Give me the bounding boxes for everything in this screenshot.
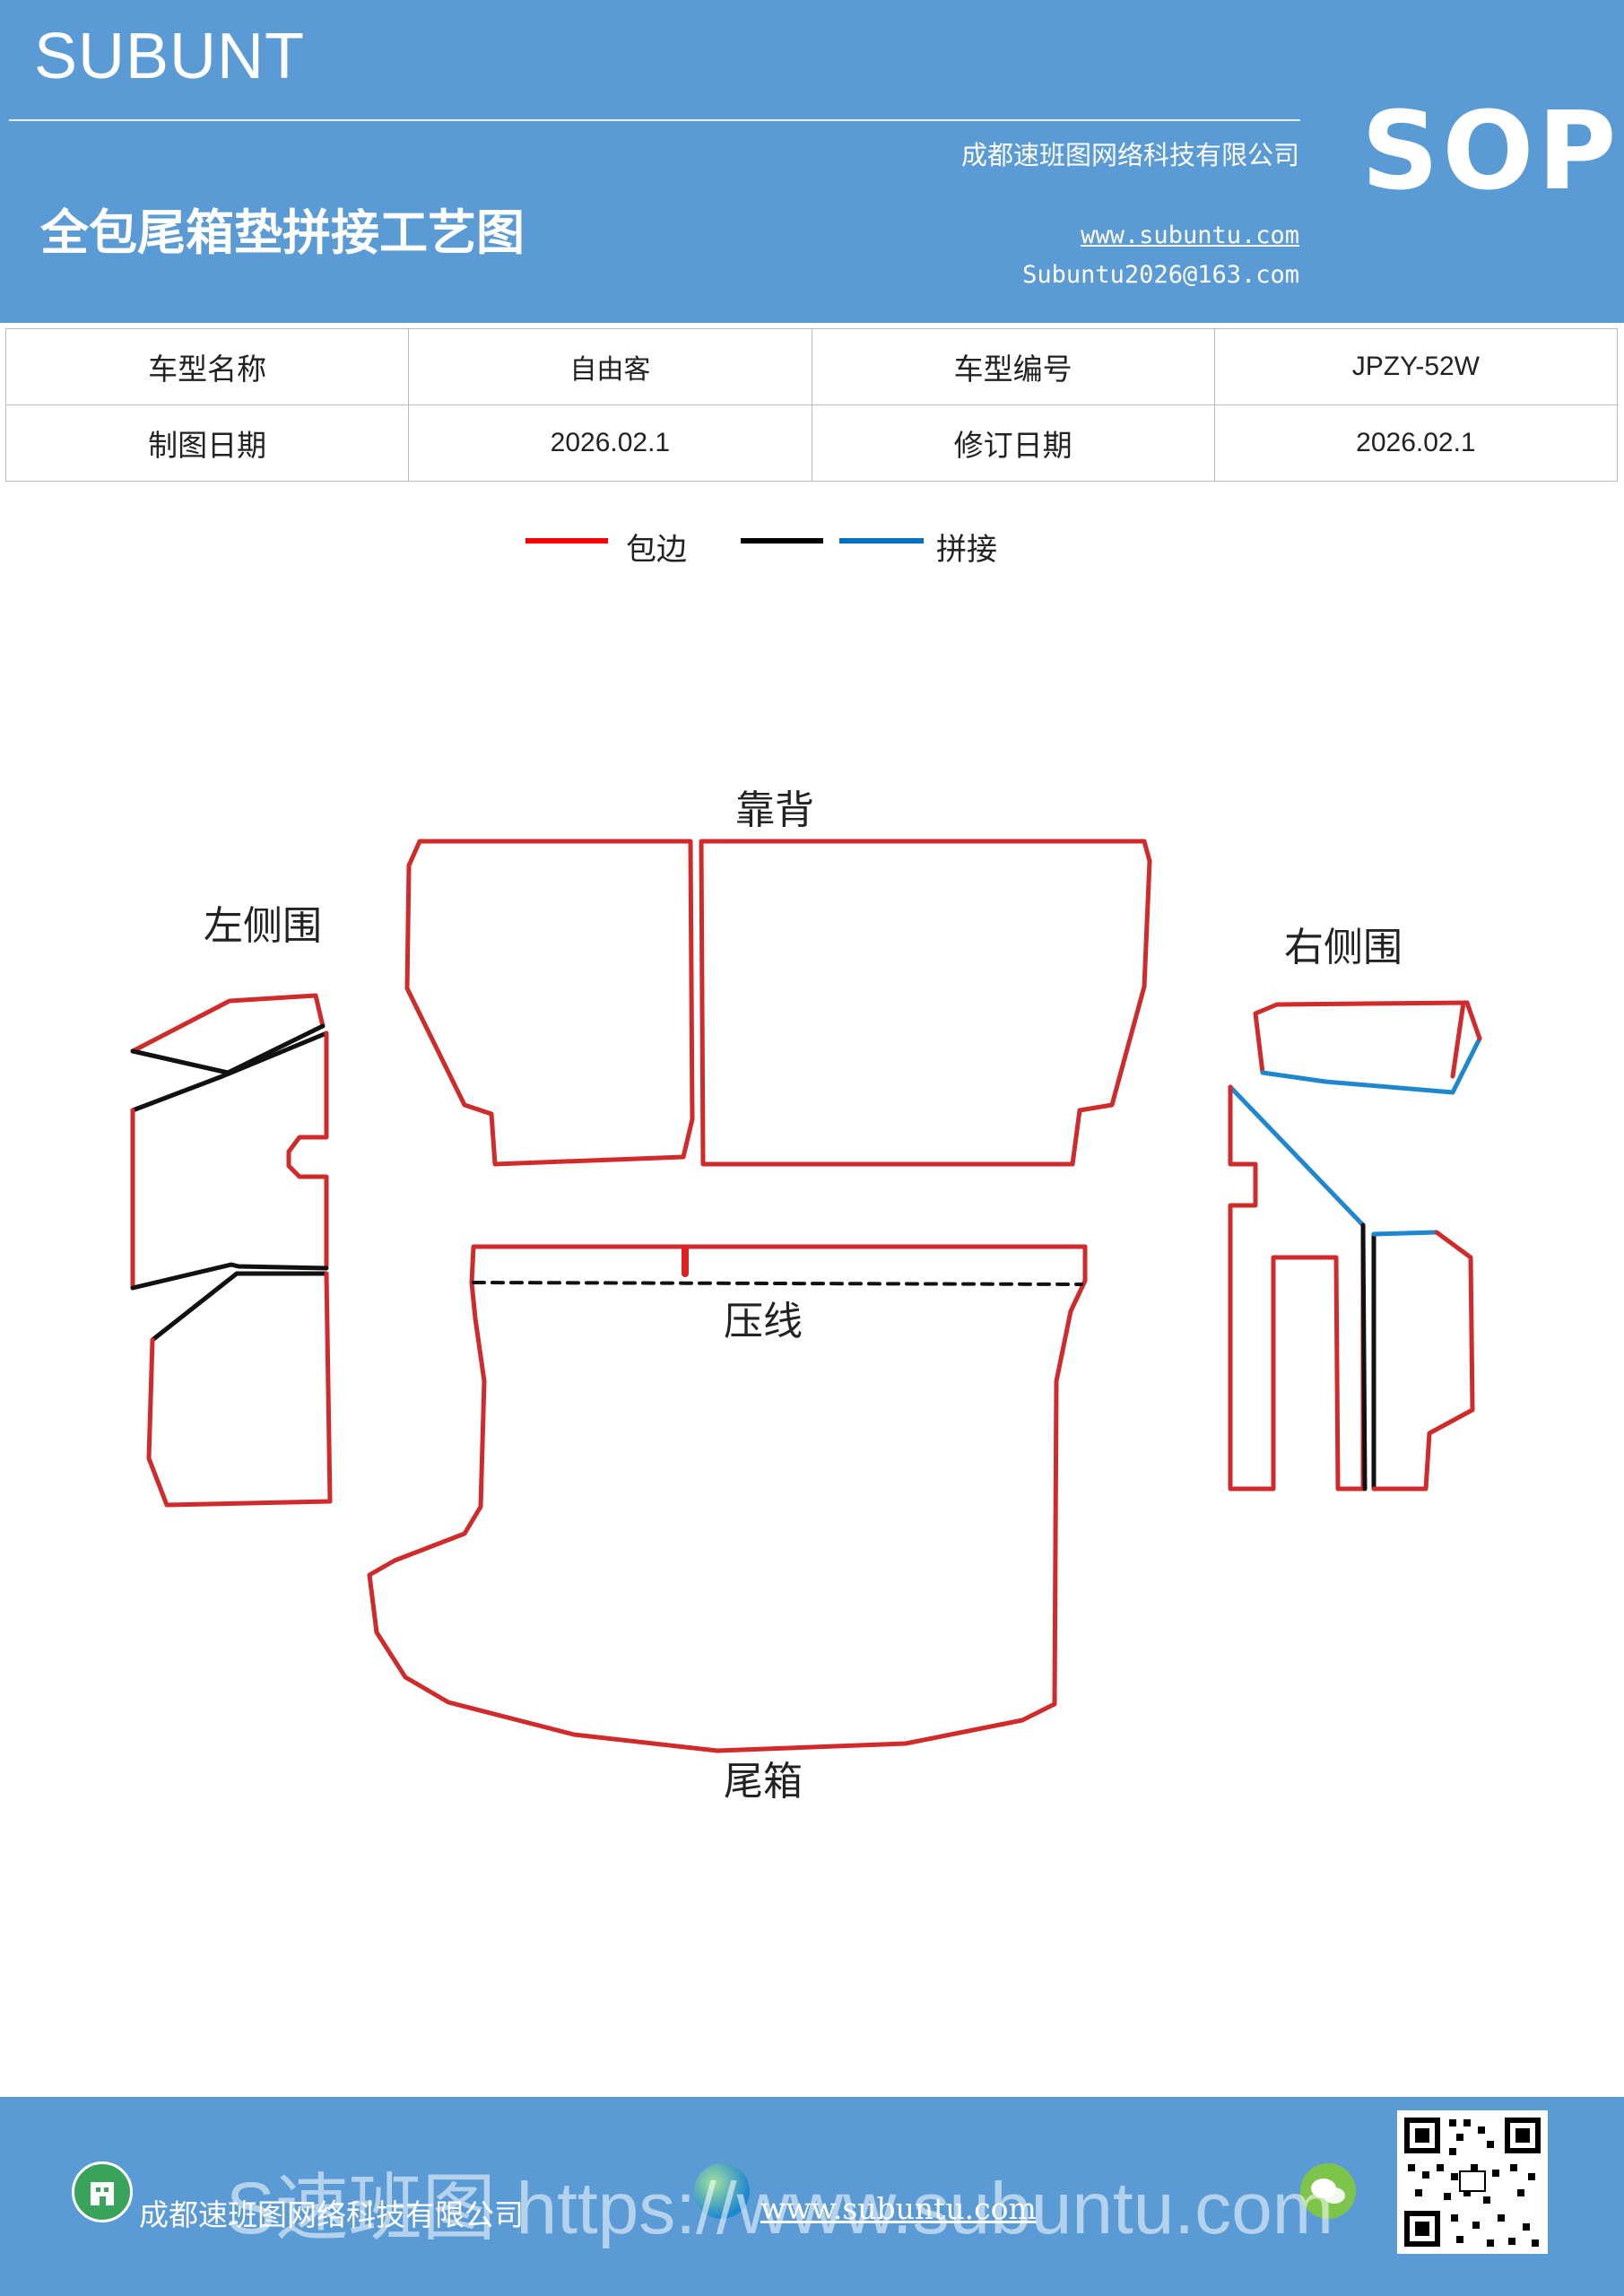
right-side-upper-join <box>1260 1036 1482 1095</box>
backrest-left-panel <box>404 839 695 1167</box>
label-right-side: 右侧围 <box>1284 925 1403 970</box>
legend-label-edging: 包边 <box>626 532 687 568</box>
right-side-upper-outline <box>1253 1000 1470 1079</box>
globe-icon <box>694 2163 750 2219</box>
left-side-join-4 <box>150 1271 329 1343</box>
left-side-join-2 <box>130 1031 329 1113</box>
footer-website-link[interactable]: www.subuntu.com <box>760 2191 1037 2226</box>
left-side-top-edge <box>130 993 326 1054</box>
value-model-name: 自由客 <box>408 328 812 405</box>
vehicle-info-table: 车型名称 自由客 车型编号 JPZY-52W 制图日期 2026.02.1 修订… <box>4 328 1619 482</box>
document-title: 全包尾箱垫拼接工艺图 <box>40 204 525 261</box>
label-trunk: 尾箱 <box>724 1759 803 1805</box>
right-side-diagonal-join <box>1228 1084 1366 1228</box>
value-drawing-date: 2026.02.1 <box>408 404 812 482</box>
legend-red-line <box>525 538 608 544</box>
label-backrest: 靠背 <box>735 787 814 833</box>
header-banner: SUBUNT 成都速班图网络科技有限公司 全包尾箱垫拼接工艺图 www.subu… <box>0 0 1624 323</box>
right-side-lower-right-outline <box>1371 1230 1475 1492</box>
legend-label-splice: 拼接 <box>936 532 997 568</box>
footer-company-name: 成都速班图网络科技有限公司 <box>139 2197 524 2232</box>
footer-watermark: S速班图 https://www.subuntu.com <box>226 2168 1334 2249</box>
header-divider <box>9 119 1300 121</box>
legend-blue-line <box>839 538 924 544</box>
left-side-mid-outline <box>130 1031 329 1291</box>
backrest-right-panel <box>699 839 1152 1167</box>
right-side-lower-left-outline <box>1228 1084 1366 1492</box>
right-side-top-join <box>1371 1230 1439 1237</box>
left-side-bottom-outline <box>146 1271 333 1508</box>
trunk-floor-outline <box>367 1244 1088 1753</box>
label-drawing-date: 制图日期 <box>4 404 410 482</box>
value-revision-date: 2026.02.1 <box>1213 404 1619 482</box>
left-side-join-1 <box>130 1023 326 1075</box>
qr-code <box>1397 2110 1548 2254</box>
label-model-code: 车型编号 <box>811 328 1215 405</box>
building-icon <box>72 2161 133 2222</box>
left-side-join-3 <box>130 1262 329 1291</box>
wechat-icon <box>1300 2163 1356 2219</box>
right-side-upper-tip <box>1464 1000 1482 1041</box>
table-row: 车型名称 自由客 车型编号 JPZY-52W <box>4 328 1619 405</box>
table-row: 制图日期 2026.02.1 修订日期 2026.02.1 <box>4 404 1619 482</box>
label-model-name: 车型名称 <box>4 328 410 405</box>
mat-drawing: 靠背 左侧围 右侧围 压线 尾箱 <box>130 787 1482 1805</box>
crease-line <box>472 1281 1083 1286</box>
website-link[interactable]: www.subuntu.com <box>1081 222 1299 249</box>
legend-black-line <box>741 538 823 544</box>
label-revision-date: 修订日期 <box>811 404 1215 482</box>
sop-badge: SOP <box>1361 90 1620 214</box>
label-left-side: 左侧围 <box>204 903 322 949</box>
label-crease: 压线 <box>724 1299 803 1344</box>
right-side-vertical-join-1 <box>1360 1222 1368 1492</box>
brand-name: SUBUNT <box>34 21 306 92</box>
value-model-code: JPZY-52W <box>1213 328 1619 405</box>
email-address: Subuntu2026@163.com <box>1022 261 1299 289</box>
company-name: 成都速班图网络科技有限公司 <box>960 140 1299 170</box>
